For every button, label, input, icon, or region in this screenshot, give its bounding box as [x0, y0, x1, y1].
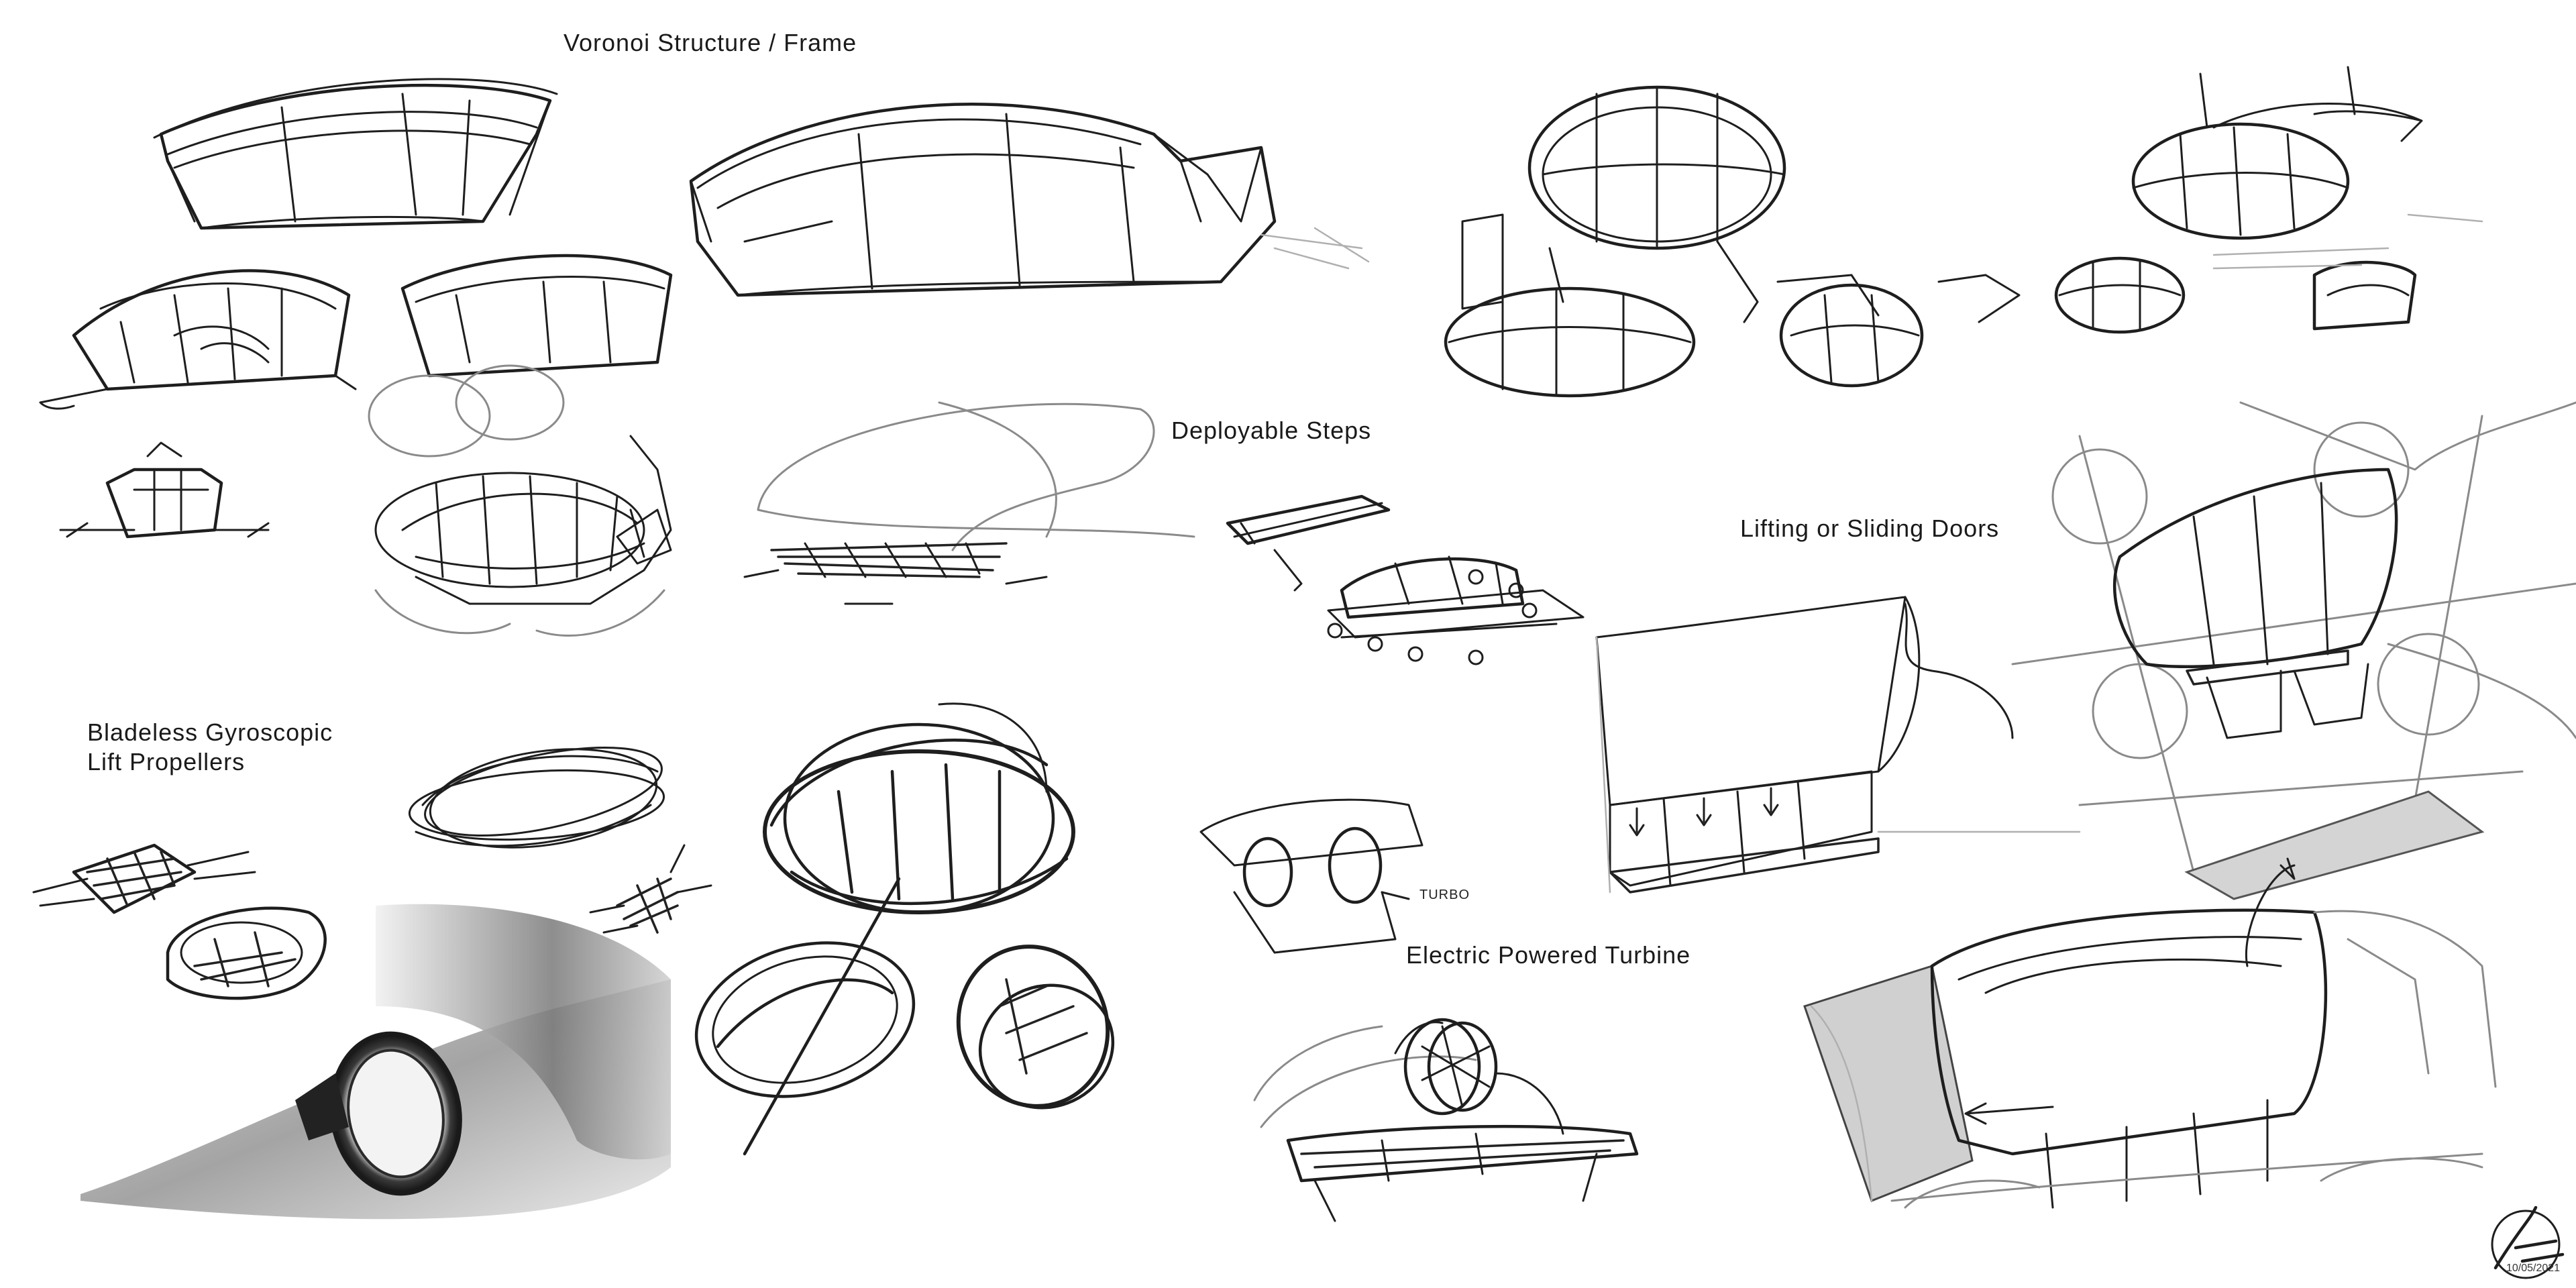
deployable-steps-sketch	[743, 401, 1585, 665]
artist-signature: 10/05/2021	[2491, 1205, 2565, 1279]
capsule-sketches	[1444, 66, 2483, 398]
label-gyro-line2: Lift Propellers	[87, 748, 246, 775]
turbo-sketch: TURBO	[1199, 798, 1470, 954]
label-lifting-doors: Lifting or Sliding Doors	[1740, 515, 2000, 542]
ring-sketches	[694, 702, 1115, 1156]
small-frame-sketches	[39, 254, 673, 637]
voronoi-car-frame-sketch	[689, 103, 1370, 297]
label-voronoi-structure: Voronoi Structure / Frame	[564, 29, 857, 56]
door-vehicle-sketch	[2011, 401, 2576, 873]
gyro-propeller-sketches	[32, 746, 712, 1220]
voronoi-canopy-sketch	[153, 78, 558, 230]
label-gyro-line1: Bladeless Gyroscopic	[87, 718, 333, 746]
label-electric-turbine: Electric Powered Turbine	[1406, 941, 1691, 969]
electric-turbine-sketch	[1253, 1018, 1639, 1222]
sliding-door-car-sketch	[1803, 790, 2497, 1209]
lifting-doors-sketch	[1595, 596, 2081, 894]
label-deployable-steps: Deployable Steps	[1171, 417, 1372, 444]
turbo-note: TURBO	[1419, 888, 1470, 902]
svg-text:10/05/2021: 10/05/2021	[2506, 1263, 2560, 1274]
step-number-markers	[1327, 569, 1538, 665]
